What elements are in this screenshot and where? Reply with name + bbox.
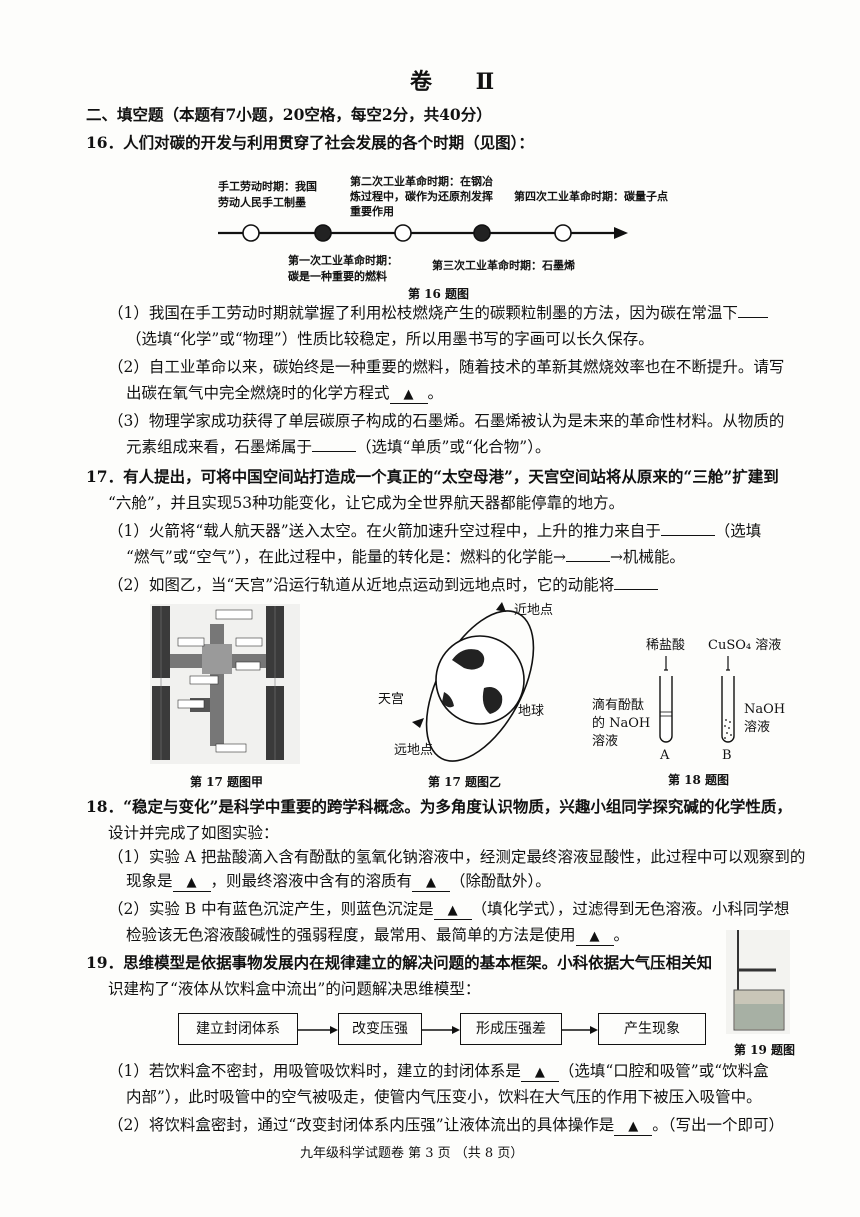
timeline-node-second [394,224,412,242]
cuso4-label: CuSO₄ 溶液 [708,638,782,653]
earth-icon [435,635,525,725]
test-tubes [659,656,735,743]
timeline-label-second-3: 重要作用 [350,205,394,218]
q16-p3-line1: （3）物理学家成功获得了单层碳原子构成的石墨烯。石墨烯被认为是未来的革命性材料。… [108,412,785,430]
timeline-label-first-1: 第一次工业革命时期： [288,254,398,267]
timeline-node-fourth [554,224,572,242]
page-footer: 九年级科学试题卷 第 3 页 （共 8 页） [300,1146,524,1161]
fig16-caption: 第 16 题图 [408,287,470,301]
timeline-label-handcraft-2: 劳动人民手工制墨 [218,196,306,209]
timeline-node-third [473,224,491,242]
right-solution-label-1: NaOH [744,702,786,717]
timeline-label-third: 第三次工业革命时期：石墨烯 [432,259,575,272]
earth-label: 地球 [518,704,545,719]
timeline-label-second-2: 炼过程中，碳作为还原剂发挥 [350,190,493,203]
q18-line2: 设计并完成了如图实验： [108,824,279,842]
near-point-label: 近地点 [514,603,554,618]
q18-line1: 18．“稳定与变化”是科学中重要的跨学科概念。为多角度认识物质，兴趣小组同学探究… [86,797,792,816]
flow-step-1: 建立封闭体系 [178,1013,298,1045]
test-tube-b [721,676,735,743]
section-heading: 二、填空题（本题有7小题，20空格，每空2分，共40分） [86,105,492,124]
tube-b-label: B [722,748,732,763]
fig17-jia-caption: 第 17 题图甲 [190,775,264,789]
q19-line1: 19．思维模型是依据事物发展内在规律建立的解决问题的基本框架。小科依据大气压相关… [86,953,713,972]
timeline-axis [218,224,628,242]
timeline-label-first-2: 碳是一种重要的燃料 [288,270,387,283]
flow-step-3: 形成压强差 [460,1013,562,1045]
left-solution-label-3: 溶液 [592,734,619,749]
timeline-label-second-1: 第二次工业革命时期：在钢冶 [350,175,493,188]
test-tube-a [659,676,673,743]
q19-p2-line1: （2）将饮料盒密封，通过“改变封闭体系内压强”让液体流出的具体操作是▲。（写出一… [108,1116,784,1136]
orbit-diagram [412,602,535,762]
tiangong-label: 天宫 [378,692,405,707]
q17-line1: 17．有人提出，可将中国空间站打造成一个真正的“太空母港”，天宫空间站将从原来的… [86,467,779,486]
hcl-label: 稀盐酸 [646,638,686,653]
q18-p1-line2: 现象是▲，则最终溶液中含有的溶质有▲（除酚酞外）。 [126,872,551,892]
flow-arrows [298,1026,598,1034]
timeline-node-first [314,224,332,242]
timeline-label-fourth: 第四次工业革命时期：碳量子点 [514,190,668,203]
q16-p2-line1: （2）自工业革命以来，碳始终是一种重要的燃料，随着技术的革新其燃烧效率也在不断提… [108,358,785,376]
right-solution-label-2: 溶液 [744,720,771,735]
q16-p2-line2: 出碳在氧气中完全燃烧时的化学方程式▲。 [126,384,444,404]
timeline-label-handcraft-1: 手工劳动时期：我国 [218,180,317,193]
tube-a-label: A [660,748,670,763]
q17-p2-line1: （2）如图乙，当“天宫”沿运行轨道从近地点运动到远地点时，它的动能将 [108,574,659,596]
fig17-yi-caption: 第 17 题图乙 [428,775,502,789]
q19-p1-line2: 内部”），此时吸管中的空气被吸走，使管内气压变小，饮料在大气压的作用下被压入吸管… [126,1088,762,1106]
fig19-caption: 第 19 题图 [734,1043,796,1057]
q19-line2: 识建构了“液体从饮料盒中流出”的问题解决思维模型： [108,980,481,998]
fig18-caption: 第 18 题图 [668,773,730,787]
q16-p1-line2: （选填“化学”或“物理”）性质比较稳定，所以用墨书写的字画可以长久保存。 [126,330,654,348]
q17-p1-line2: “燃气”或“空气”），在此过程中，能量的转化是：燃料的化学能→→机械能。 [126,548,685,566]
left-solution-label-2: 的 NaOH [592,716,651,731]
timeline-node-handcraft [242,224,260,242]
q18-p2-line2: 检验该无色溶液酸碱性的强弱程度，最常用、最简单的方法是使用▲。 [126,926,630,946]
flow-step-2: 改变压强 [338,1013,422,1045]
drink-carton-photo [726,930,790,1034]
q17-p1-line1: （1）火箭将“载人航天器”送入太空。在火箭加速升空过程中，上升的推力来自于（选填 [108,522,762,540]
q16-stem: 16．人们对碳的开发与利用贯穿了社会发展的各个时期（见图）： [86,133,534,152]
q19-p1-line1: （1）若饮料盒不密封，用吸管吸饮料时，建立的封闭体系是▲（选填“口腔和吸管”或“… [108,1062,769,1082]
space-station-image [150,604,300,764]
q16-p1-line1: （1）我国在手工劳动时期就掌握了利用松枝燃烧产生的碳颗粒制墨的方法，因为碳在常温… [108,302,768,324]
q18-p2-line1: （2）实验 B 中有蓝色沉淀产生，则蓝色沉淀是▲（填化学式），过滤得到无色溶液。… [108,900,790,920]
left-solution-label-1: 滴有酚酞 [592,698,645,713]
q17-line2: “六舱”，并且实现53种功能变化，让它成为全世界航天器都能停靠的地方。 [108,494,625,512]
q18-p1-line1: （1）实验 A 把盐酸滴入含有酚酞的氢氧化钠溶液中，经测定最终溶液显酸性，此过程… [108,848,806,866]
flow-step-4: 产生现象 [598,1013,706,1045]
q16-p3-line2: 元素组成来看，石墨烯属于（选填“单质”或“化合物”）。 [126,438,551,456]
far-point-label: 远地点 [394,743,434,758]
volume-title: 卷 Ⅱ [410,69,513,95]
